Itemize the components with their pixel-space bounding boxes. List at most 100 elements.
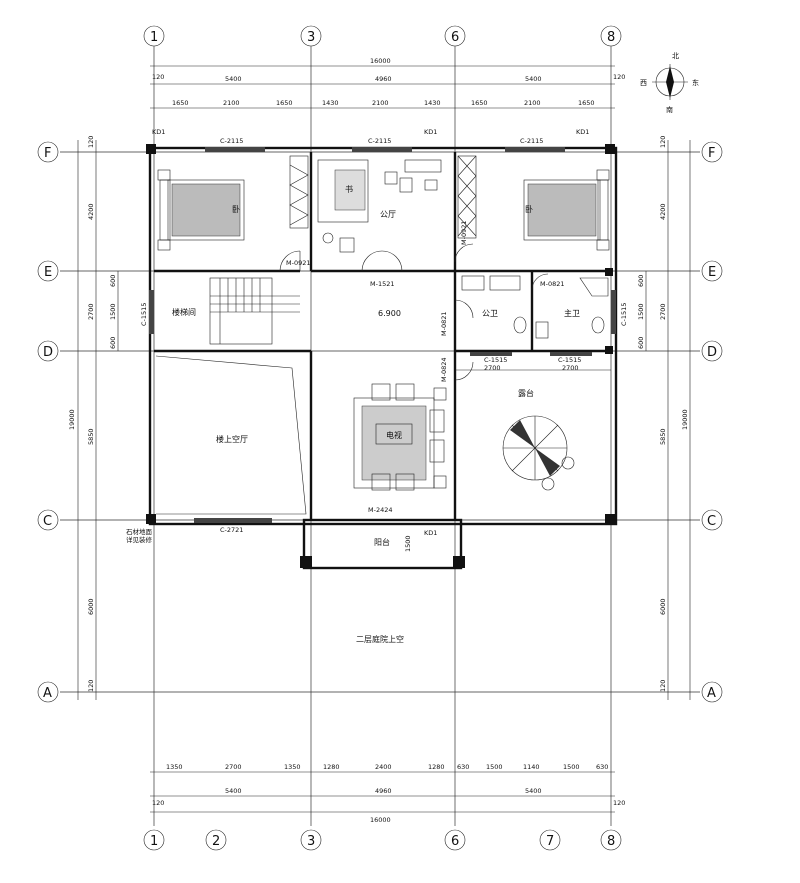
axis-bubbles-left: F E D C A	[37, 141, 59, 703]
axis-top-1: 1	[150, 30, 158, 45]
axis-right-C: C	[707, 514, 716, 529]
dim-bottom-detail-11: 630	[596, 763, 608, 771]
window-label-top-right: C-2115	[520, 137, 543, 145]
compass-east: 东	[692, 78, 699, 87]
dim-bottom-detail-3: 1350	[284, 763, 301, 771]
dim-top-detail-7: 1650	[471, 99, 488, 107]
doors: M-0921 M-1521 M-0921 M-0821 M-0824 M-082…	[279, 221, 565, 514]
axis-bottom-8: 8	[607, 834, 615, 849]
wardrobe-left	[289, 155, 309, 229]
axis-right-F: F	[708, 146, 715, 161]
dimensions-bottom: 1350 2700 1350 1280 2400 1280 630 1500 1…	[150, 763, 625, 824]
dim-bottom-detail-2: 2700	[225, 763, 242, 771]
dim-bottom-edge-left: 120	[152, 799, 164, 807]
axis-left-A: A	[43, 686, 52, 701]
room-bath-master: 主卫	[564, 308, 580, 318]
dim-left-mid-3: 5850	[87, 428, 95, 445]
axis-left-D: D	[43, 345, 53, 360]
window-label-top-mid: C-2115	[368, 137, 391, 145]
dim-bottom-detail-9: 1140	[523, 763, 540, 771]
dim-bottom-detail-1: 1350	[166, 763, 183, 771]
bed-left	[157, 169, 245, 251]
dim-bottom-detail-4: 1280	[323, 763, 340, 771]
dim-top-mid-2: 4960	[375, 75, 392, 83]
terrace-umbrella	[502, 415, 575, 491]
dim-bottom-mid-2: 4960	[375, 787, 392, 795]
room-labels: 卧 书 公厅 卧 楼梯间 6.900 公卫 主卫 楼上空厅 电视 露台 阳台 二…	[126, 184, 580, 644]
dim-right-mid-1: 4200	[659, 203, 667, 220]
room-tv: 电视	[386, 430, 402, 440]
dim-right-small-bottom: 120	[659, 680, 667, 692]
dim-left-small-top: 120	[87, 136, 95, 148]
dim-bottom-mid-3: 5400	[525, 787, 542, 795]
dim-top-detail-5: 2100	[372, 99, 389, 107]
room-bed-left: 卧	[232, 205, 240, 214]
window-label-bath-right: C-1515	[558, 356, 581, 364]
axis-bubbles-right: F E D C A	[701, 141, 723, 703]
dim-right-detail-2: 1500	[637, 303, 645, 320]
room-void: 楼上空厅	[216, 434, 248, 444]
bathroom-fixtures	[461, 275, 609, 339]
tv-area-furniture	[353, 383, 447, 491]
door-label-balcony: M-2424	[368, 506, 393, 514]
floor-note-a: 石材地面	[126, 527, 153, 536]
axis-left-E: E	[44, 265, 52, 280]
dim-bottom-detail-8: 1500	[486, 763, 503, 771]
dim-left-small-bottom: 120	[87, 680, 95, 692]
dim-left-detail-3: 600	[109, 337, 117, 349]
dim-bottom-edge-right: 120	[613, 799, 625, 807]
window-label-top-left: C-2115	[220, 137, 243, 145]
room-study: 书	[345, 184, 353, 194]
axis-bottom-3: 3	[307, 834, 315, 849]
axis-bubbles-top: 1 3 6 8	[143, 25, 622, 47]
dim-internal-3: 1500	[404, 535, 412, 552]
dim-left-detail-2: 1500	[109, 303, 117, 320]
door-label-bath-b: M-0824	[440, 358, 448, 383]
dim-right-mid-4: 6000	[659, 598, 667, 615]
dim-bottom-mid-1: 5400	[225, 787, 242, 795]
room-courtyard: 二层庭院上空	[356, 634, 404, 644]
dim-right-total: 19000	[681, 409, 689, 430]
window-label-bath-left: C-1515	[484, 356, 507, 364]
dim-internal-2: 2700	[562, 364, 579, 372]
dim-top-mid-1: 5400	[225, 75, 242, 83]
dim-top-detail-3: 1650	[276, 99, 293, 107]
void-outline	[155, 355, 307, 515]
staircase	[209, 277, 300, 345]
dim-left-mid-2: 2700	[87, 303, 95, 320]
compass-south: 南	[666, 105, 673, 114]
dim-top-detail-6: 1430	[424, 99, 441, 107]
compass: 北 东 南 西	[640, 52, 699, 114]
markers: KD1 KD1 KD1 KD1	[152, 128, 589, 537]
dim-top-detail-9: 1650	[578, 99, 595, 107]
door-label-bed-left: M-0921	[286, 259, 311, 267]
marker-4: KD1	[424, 529, 437, 537]
axis-right-E: E	[708, 265, 716, 280]
axis-top-3: 3	[307, 30, 315, 45]
axis-bottom-2: 2	[212, 834, 220, 849]
columns	[146, 144, 615, 568]
axis-bubbles-bottom: 1 2 3 6 7 8	[143, 829, 622, 851]
dim-bottom-detail-6: 1280	[428, 763, 445, 771]
dimensions-right: 19000 120 4200 2700 5850 6000 120 600 15…	[637, 136, 691, 700]
dim-bottom-detail-10: 1500	[563, 763, 580, 771]
marker-3: KD1	[576, 128, 589, 136]
axis-top-8: 8	[607, 30, 615, 45]
room-bath-public: 公卫	[482, 309, 498, 318]
axis-left-F: F	[44, 146, 51, 161]
room-hall-level: 6.900	[378, 309, 401, 318]
dimensions-internal: 2700 2700 1500	[404, 364, 579, 552]
room-balcony: 阳台	[374, 537, 390, 547]
room-sitting: 公厅	[380, 210, 396, 219]
door-label-bath-a: M-0821	[440, 312, 448, 337]
door-label-stair-hall: M-1521	[370, 280, 395, 288]
room-stair: 楼梯间	[172, 307, 196, 317]
axis-right-D: D	[707, 345, 717, 360]
dim-top-mid-3: 5400	[525, 75, 542, 83]
dim-bottom-total: 16000	[370, 816, 391, 824]
window-label-left-stair: C-1515	[140, 303, 148, 326]
dim-left-total: 19000	[68, 409, 76, 430]
axis-bottom-6: 6	[451, 834, 459, 849]
axis-bottom-1: 1	[150, 834, 158, 849]
dim-right-mid-3: 5850	[659, 428, 667, 445]
